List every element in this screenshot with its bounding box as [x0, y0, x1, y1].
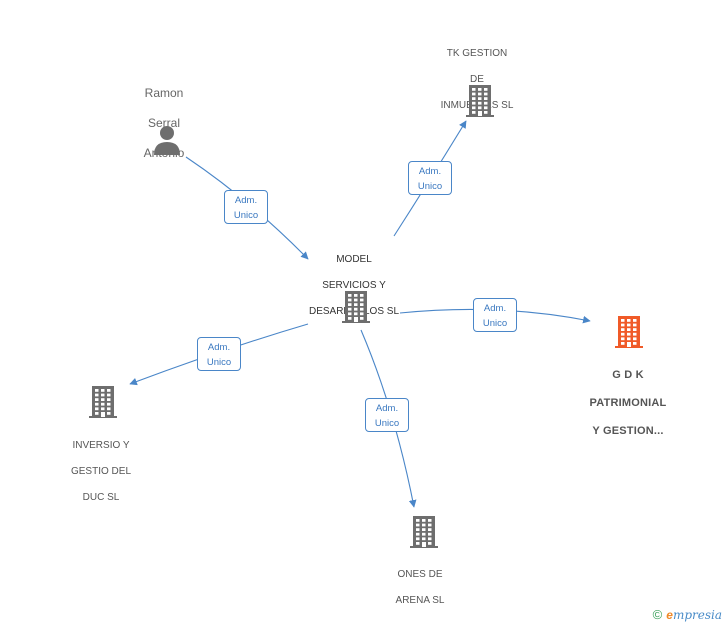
node-label-line: SERVICIOS Y — [322, 280, 386, 291]
edge-label-model-inversio[interactable]: Adm. Unico — [197, 337, 241, 371]
building-icon[interactable] — [340, 290, 372, 324]
node-label-line: ARENA SL — [395, 595, 445, 606]
edge-label-line: Adm. — [483, 303, 507, 314]
edge-label-model-ones[interactable]: Adm. Unico — [365, 398, 409, 432]
copyright-symbol: © — [652, 607, 663, 622]
building-icon[interactable] — [464, 84, 496, 118]
edge-label-line: Adm. — [418, 166, 442, 177]
node-label-line: TK GESTION — [446, 48, 508, 59]
edge-label-line: Adm. — [375, 403, 399, 414]
footer-brand[interactable]: ©empresia — [653, 607, 722, 622]
node-label-line: PATRIMONIAL — [589, 397, 667, 409]
node-label-line: INVERSIO Y — [72, 440, 130, 451]
building-icon[interactable] — [87, 385, 119, 419]
node-label-line: Y GESTION... — [592, 425, 664, 437]
node-label-inversio[interactable]: INVERSIO Y GESTIO DEL DUC SL — [51, 426, 151, 517]
node-label-line: MODEL — [336, 254, 372, 265]
edge-label-line: Unico — [482, 318, 508, 329]
node-label-line: DE — [470, 74, 484, 85]
node-label-line: ONES DE — [397, 569, 443, 580]
building-icon[interactable] — [408, 515, 440, 549]
brand-logo-text: mpresia — [672, 608, 722, 622]
node-label-line: Serral — [147, 116, 180, 130]
edge-label-line: Unico — [233, 210, 259, 221]
node-label-line: Ramon — [144, 86, 184, 100]
edge-label-line: Unico — [417, 181, 443, 192]
edge-label-ramon-model[interactable]: Adm. Unico — [224, 190, 268, 224]
edge-label-model-gdk[interactable]: Adm. Unico — [473, 298, 517, 332]
edge-label-model-tk[interactable]: Adm. Unico — [408, 161, 452, 195]
edge-label-line: Adm. — [234, 195, 258, 206]
node-label-gdk[interactable]: G D K PATRIMONIAL Y GESTION... — [578, 354, 678, 452]
brand-logo-initial: e — [666, 608, 673, 622]
node-label-ones[interactable]: ONES DE ARENA SL — [370, 555, 470, 620]
building-icon-highlight[interactable] — [613, 315, 645, 349]
node-label-line: GESTIO DEL — [70, 466, 131, 477]
node-label-line: DUC SL — [82, 492, 120, 503]
edge-label-line: Unico — [206, 357, 232, 368]
person-icon[interactable] — [152, 124, 182, 156]
node-label-line: G D K — [612, 369, 644, 381]
edge-label-line: Adm. — [207, 342, 231, 353]
edge-label-line: Unico — [374, 418, 400, 429]
